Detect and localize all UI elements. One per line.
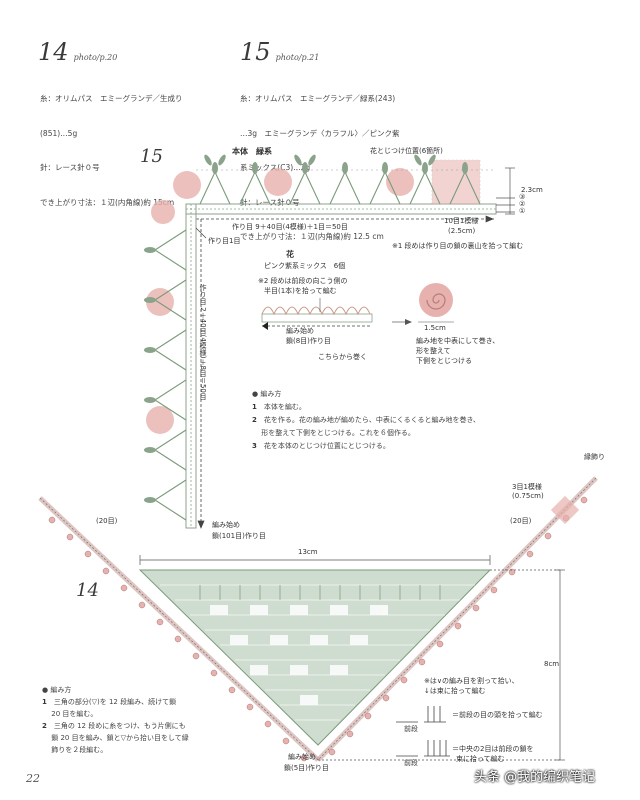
flower-how-3: 下側をとじつける — [416, 357, 472, 365]
corner-label: 作り目1目 — [208, 237, 241, 245]
method-14: ● 編み方 1 三角の部分(▽)を 12 段編み、続けて鎖 20 目を編む。 2… — [42, 684, 189, 756]
legend-desc-b2: 束に拾って編む — [456, 755, 505, 763]
side-edge-band — [185, 203, 202, 529]
height-dimension — [496, 167, 515, 215]
step-text: 花を作る。花の編み地が編めたら、中表にくるくると編み地を巻き、 — [263, 416, 480, 424]
watermark: 头条 @我的编织笔记 — [474, 770, 596, 785]
edge-label: 縁飾り — [584, 453, 605, 461]
step-text: 本体を編む。 — [263, 403, 306, 411]
step-number: 1 — [252, 403, 257, 411]
row-markers: ③ ② ① — [519, 194, 525, 215]
flower-start: 編み始め — [286, 327, 314, 335]
height-label: 2.3cm — [521, 186, 543, 194]
pattern-number: 14 — [38, 38, 69, 66]
spec-line: 糸：オリムパス エミーグランデ／緑系(243) — [240, 94, 396, 103]
top-stitch-count: 作り目 9＋40目(4模様)＋1目＝50目 — [232, 223, 348, 231]
flower-roll: こちらから巻く — [318, 353, 367, 361]
step-text: 鎖 20 目を編み、鎖と▽から拾い目をして縁 — [51, 734, 189, 742]
row-marker: ① — [519, 207, 526, 215]
pattern-number: 15 — [240, 38, 271, 66]
pattern-repeat-size-14: (0.75cm) — [512, 492, 544, 500]
height-label-14: 8cm — [544, 660, 560, 668]
spec-line: (851)…5g — [40, 128, 78, 138]
flower-yarn: ピンク紫系ミックス 6個 — [264, 262, 346, 270]
pattern-repeat-size: (2.5cm) — [448, 227, 476, 235]
step-text: 形を整えて下側をとじつける。これを６個作る。 — [261, 429, 415, 437]
legend-line-1: ※は∨の編み目を割って拾い、 — [424, 677, 519, 685]
start-label: 編み始め — [212, 521, 240, 529]
step-text: 花を本体のとじつけ位置にとじつける。 — [263, 442, 390, 450]
spec-line: 系ミックス(C3)…2g — [240, 163, 311, 172]
spec-line: 針：レース針０号 — [40, 163, 100, 172]
legend-line-2: ↓は束に拾って編む — [424, 687, 486, 695]
legend-desc-b1: ＝中央の2目は前段の鎖を — [452, 745, 534, 753]
legend-prev-row: 前段 — [404, 725, 418, 733]
photo-reference: photo/p.21 — [275, 53, 320, 62]
pattern-14-header: 14 photo/p.20 — [38, 38, 117, 66]
start-chain: 鎖(101目)作り目 — [212, 532, 266, 540]
step-number: 2 — [42, 722, 47, 730]
method-heading: ● 編み方 — [42, 686, 72, 694]
flower-how-1: 編み地を中表にして巻き、 — [416, 337, 500, 345]
flower-position-label: 花とじつけ位置(6箇所) — [370, 147, 443, 155]
step-text: 三角の 12 段めに糸をつけ、もう片側にも — [53, 722, 186, 730]
step-text: 飾りを２段編む。 — [51, 746, 108, 754]
step-number: 2 — [252, 416, 257, 424]
flower-chain: 鎖(8目)作り目 — [286, 337, 331, 345]
right-side-count: (20目) — [510, 517, 532, 525]
start-chain-14: 鎖(5目)作り目 — [284, 764, 329, 772]
row-marker: ③ — [519, 193, 526, 201]
method-15: ● 編み方 1 本体を編む。 2 花を作る。花の編み地が編めたら、中表にくるくる… — [252, 388, 480, 453]
flower-size: 1.5cm — [424, 324, 446, 332]
pattern-15-specs: 糸：オリムパス エミーグランデ／緑系(243) …3g エミーグランデ〈カラフル… — [240, 70, 400, 254]
row-marker: ② — [519, 200, 526, 208]
flower-position-markers — [146, 159, 481, 434]
pattern-repeat-14: 3目1模様 — [512, 483, 542, 491]
legend-prev-row: 前段 — [404, 759, 418, 767]
spec-line: 糸：オリムパス エミーグランデ／生成り — [40, 94, 183, 103]
width-label: 13cm — [298, 548, 318, 556]
legend-desc-a: ＝前段の目の頭を拾って編む — [452, 711, 543, 719]
row1-note: ※1 段めは作り目の鎖の裏山を拾って編む — [392, 242, 524, 250]
side-stitch-count: 作り目 2＋40目(4模様)＋8目＝50目 — [199, 284, 207, 400]
flower-note-2: 半目(1本)を拾って編む — [264, 287, 337, 295]
dimension-lines-14 — [139, 555, 565, 761]
pattern-repeat-label: 10目1模様 — [444, 217, 479, 225]
diagram-15-label: 15 — [140, 146, 163, 167]
rose-illustration — [392, 283, 454, 325]
step-text: 三角の部分(▽)を 12 段編み、続けて鎖 — [53, 698, 177, 706]
spec-line: …3g エミーグランデ〈カラフル〉／ピンク紫 — [240, 128, 400, 138]
step-text: 20 目を編む。 — [51, 710, 98, 718]
body-label: 本体 緑系 — [232, 147, 272, 156]
edging-chains — [38, 476, 598, 762]
step-number: 3 — [252, 442, 257, 450]
pattern-15-header: 15 photo/p.21 — [240, 38, 319, 66]
step-number: 1 — [42, 698, 47, 706]
top-petal-stitches — [204, 154, 468, 174]
triangle-body — [138, 569, 492, 746]
direction-arrows — [195, 215, 494, 529]
flower-note-1: ※2 段めは前段の向こう側の — [258, 277, 348, 285]
page-number: 22 — [26, 772, 40, 785]
diagram-14-label: 14 — [76, 580, 99, 601]
spec-line: 針：レース針０号 — [240, 197, 300, 207]
spec-line: でき上がり寸法：１辺(内角線)約 12.5 cm — [240, 232, 384, 241]
side-petal-stitches — [144, 247, 156, 503]
left-side-count: (20目) — [96, 517, 118, 525]
flower-how-2: 形を整えて — [416, 347, 451, 355]
side-scallop-pattern — [153, 229, 187, 521]
photo-reference: photo/p.20 — [73, 53, 118, 62]
flower-chart — [261, 298, 373, 330]
start-label-14: 編み始め — [288, 753, 316, 761]
flower-title: 花 — [286, 250, 294, 259]
legend-symbols — [396, 706, 450, 757]
method-heading: ● 編み方 — [252, 390, 282, 398]
